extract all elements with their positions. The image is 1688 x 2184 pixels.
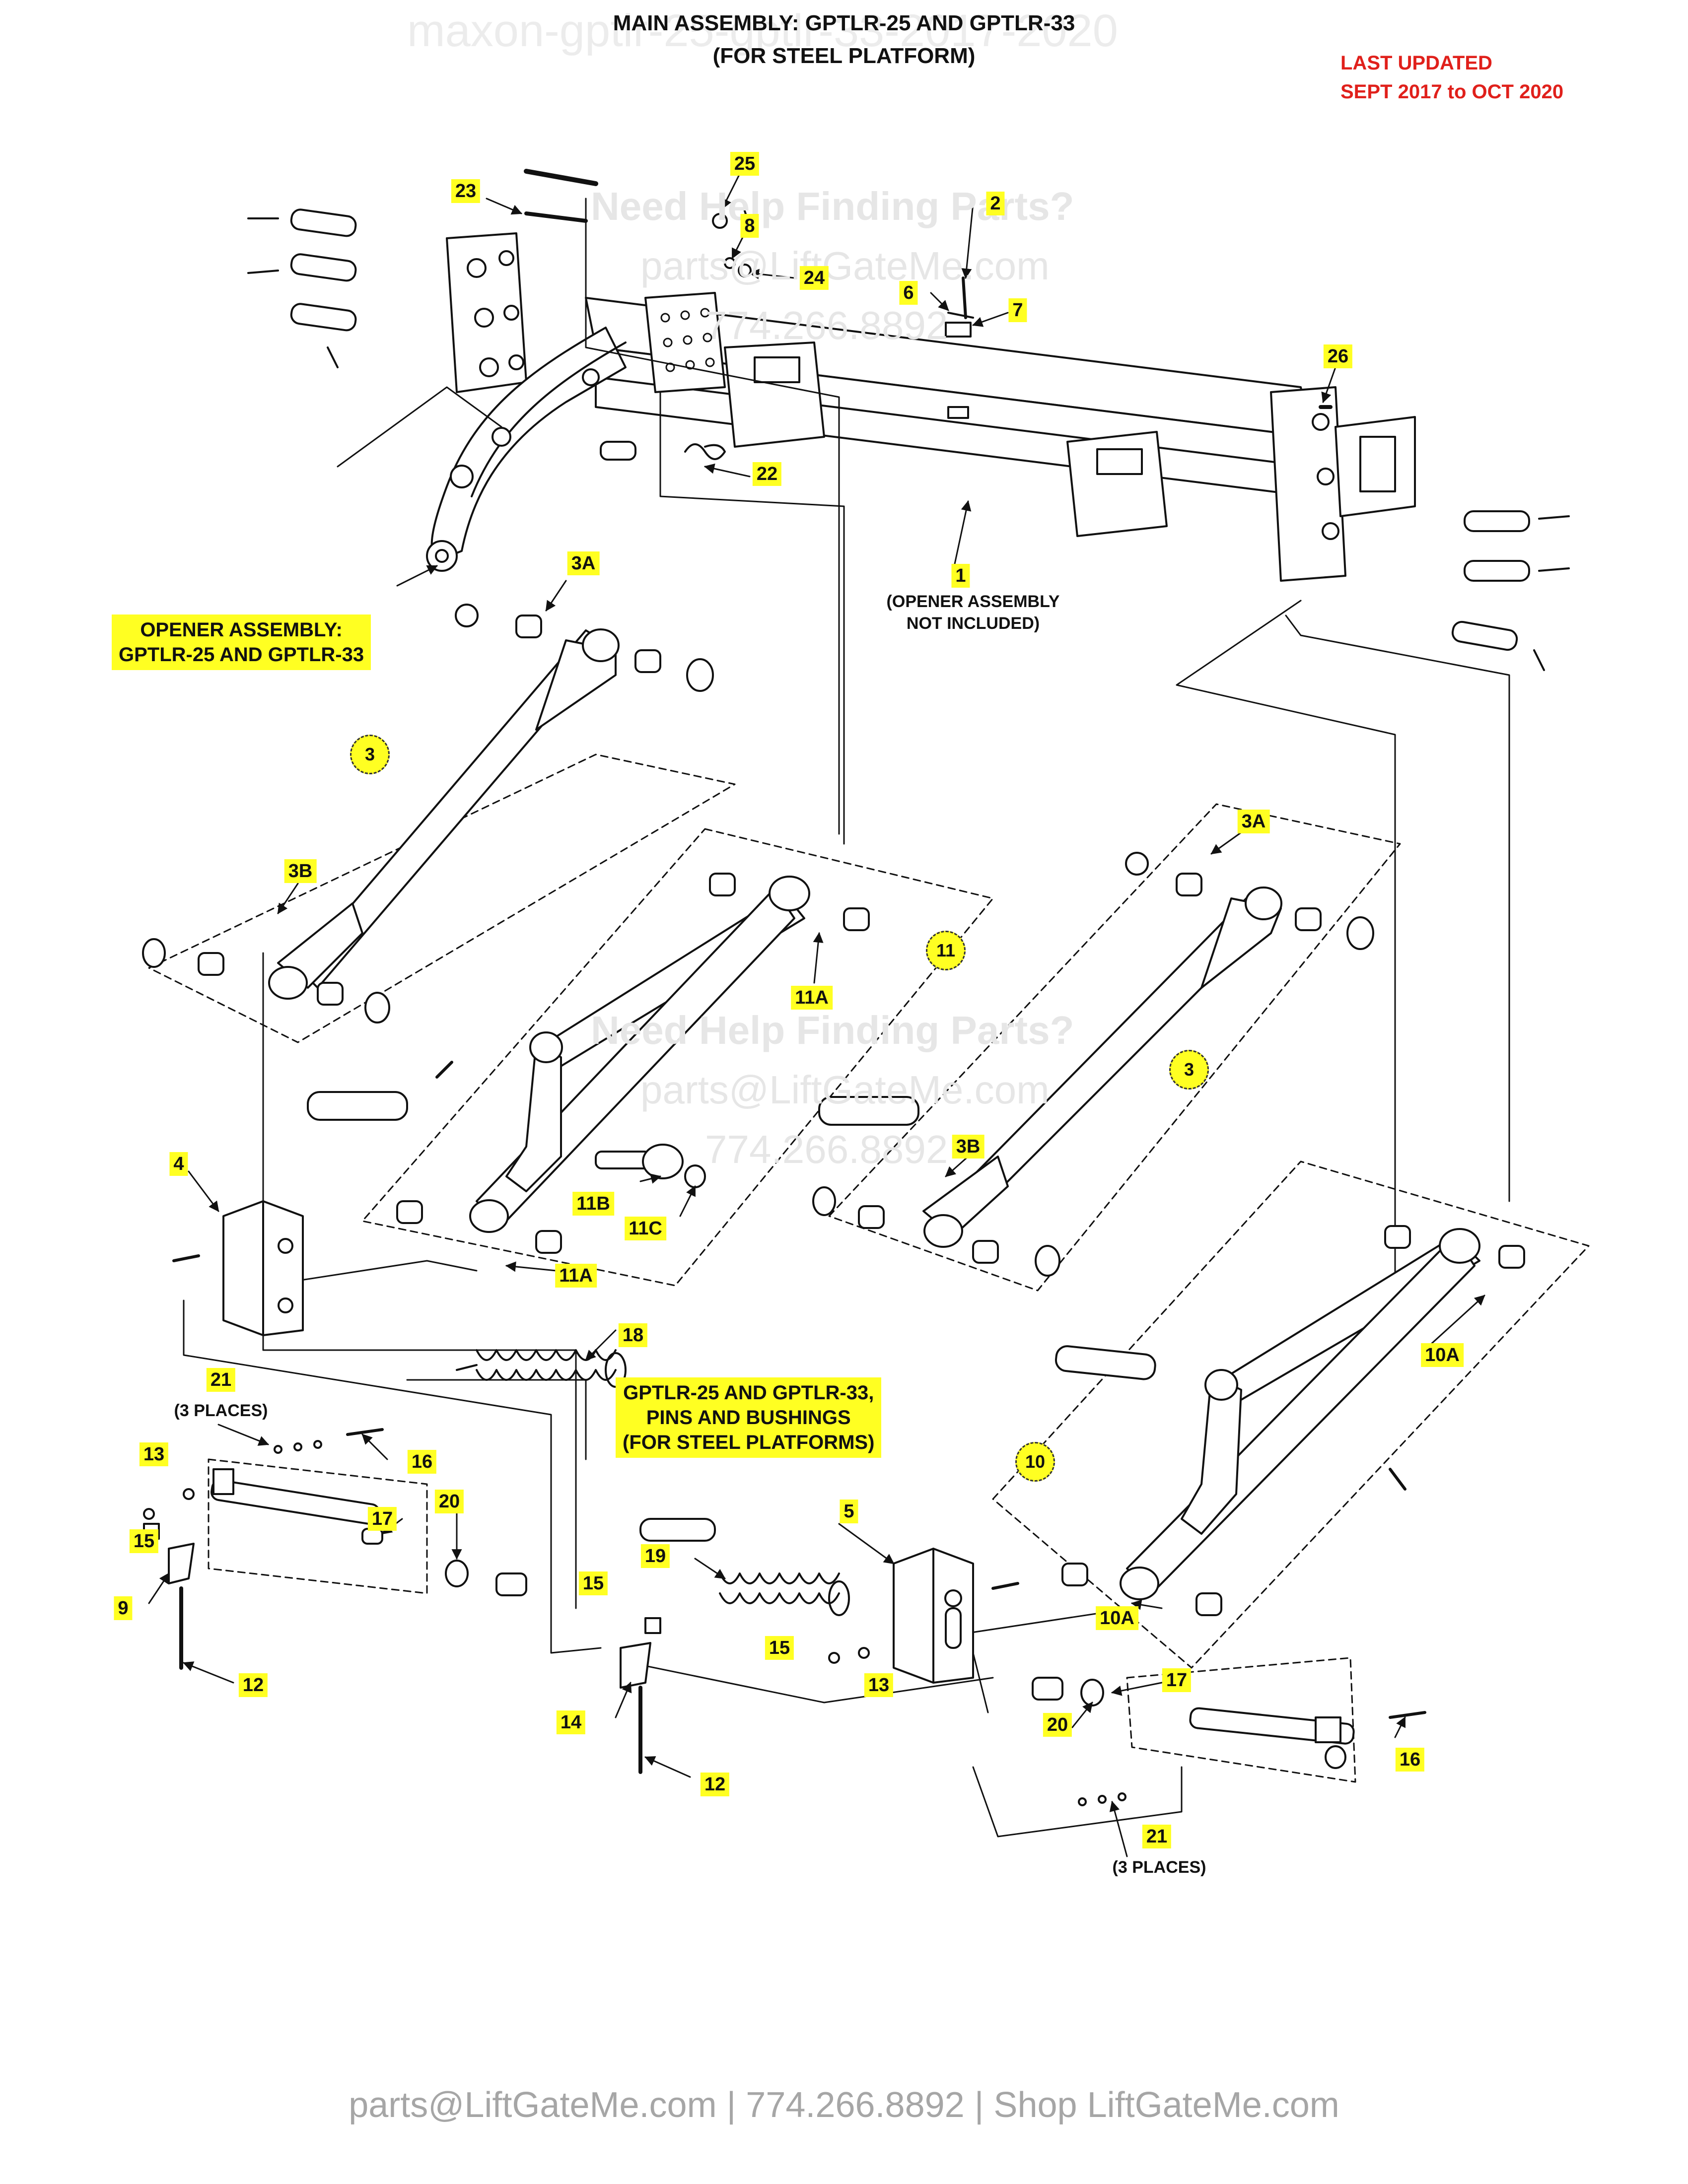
footer-contact: parts@LiftGateMe.com | 774.266.8892 | Sh… <box>349 2085 1339 2125</box>
note-line1: (OPENER ASSEMBLY <box>886 592 1060 611</box>
callout-3B-right: 3B <box>952 1135 985 1159</box>
page-title: MAIN ASSEMBLY: GPTLR-25 AND GPTLR-33 <box>613 11 1075 35</box>
watermark-email-mid: parts@LiftGateMe.com <box>640 1068 1050 1112</box>
callout-20-left: 20 <box>434 1490 464 1513</box>
callout-24: 24 <box>799 266 829 290</box>
callout-7: 7 <box>1008 298 1027 322</box>
watermark-phone-top: 774.266.8892 <box>705 303 948 347</box>
callout-8: 8 <box>740 214 759 238</box>
opener-not-included-note: (OPENER ASSEMBLY NOT INCLUDED) <box>887 591 1060 634</box>
pins-panel-line1: GPTLR-25 AND GPTLR-33, <box>623 1382 874 1404</box>
page-subtitle: (FOR STEEL PLATFORM) <box>712 44 976 68</box>
callout-1: 1 <box>951 564 970 588</box>
callout-10A-top: 10A <box>1421 1343 1464 1367</box>
lower-right-linkage <box>620 1617 1426 1806</box>
callout-13-right: 13 <box>864 1673 894 1697</box>
callout-21-left: 21 <box>206 1368 236 1392</box>
callout-11C: 11C <box>625 1217 666 1240</box>
opener-assembly <box>426 327 627 572</box>
right-arm-10 <box>992 1160 1590 1669</box>
callout-3-right: 3 <box>1169 1050 1209 1090</box>
watermark-email-top: parts@LiftGateMe.com <box>640 244 1050 288</box>
three-places-note-left: (3 PLACES) <box>174 1401 268 1420</box>
last-updated-label: LAST UPDATED <box>1340 52 1492 74</box>
header-watermark: maxon-gptlr-25-gptlr-33-2017-2020 <box>407 5 1118 56</box>
callout-6: 6 <box>899 281 918 305</box>
callout-16-left: 16 <box>407 1450 437 1474</box>
callout-18: 18 <box>618 1323 648 1347</box>
callout-12-left: 12 <box>238 1673 268 1697</box>
opener-assembly-panel: OPENER ASSEMBLY: GPTLR-25 AND GPTLR-33 <box>112 614 371 670</box>
callout-15-right: 15 <box>765 1636 794 1660</box>
callout-3B-left: 3B <box>284 859 317 883</box>
callout-17-right: 17 <box>1162 1668 1192 1692</box>
callout-11: 11 <box>926 931 966 970</box>
callout-3-left: 3 <box>350 735 390 774</box>
callout-14: 14 <box>556 1710 586 1734</box>
callout-12-right: 12 <box>700 1773 730 1796</box>
watermark-phone-mid: 774.266.8892 <box>705 1127 948 1171</box>
callout-15-mid: 15 <box>578 1571 608 1595</box>
last-updated-range: SEPT 2017 to OCT 2020 <box>1340 81 1564 103</box>
callout-10A-bottom: 10A <box>1096 1606 1138 1630</box>
callout-4: 4 <box>169 1152 188 1176</box>
opener-panel-line1: OPENER ASSEMBLY: <box>140 619 343 641</box>
note-line2: NOT INCLUDED) <box>906 614 1040 633</box>
callout-5: 5 <box>840 1500 858 1523</box>
lower-left-linkage <box>143 1428 527 1670</box>
top-left-pins <box>247 169 1570 671</box>
callout-13-left: 13 <box>139 1442 169 1466</box>
callout-22: 22 <box>752 462 782 486</box>
callout-26: 26 <box>1323 344 1353 368</box>
left-arm-3 <box>142 604 736 1043</box>
callout-11A-top: 11A <box>791 986 833 1010</box>
callout-25: 25 <box>730 152 760 176</box>
callout-10: 10 <box>1015 1442 1055 1482</box>
callout-23: 23 <box>451 179 481 203</box>
watermark-help-mid: Need Help Finding Parts? <box>591 1008 1074 1052</box>
callout-21-right: 21 <box>1142 1825 1172 1848</box>
callout-9: 9 <box>114 1596 133 1620</box>
spring-19 <box>639 1518 850 1616</box>
callout-20-right: 20 <box>1043 1713 1072 1737</box>
pins-bushings-panel: GPTLR-25 AND GPTLR-33, PINS AND BUSHINGS… <box>616 1377 882 1458</box>
center-arm-11 <box>307 828 994 1287</box>
callout-3A-right: 3A <box>1237 810 1270 833</box>
pins-panel-line3: (FOR STEEL PLATFORMS) <box>623 1432 875 1453</box>
right-arm-3 <box>812 803 1401 1292</box>
callout-3A-left: 3A <box>567 551 600 575</box>
opener-panel-line2: GPTLR-25 AND GPTLR-33 <box>119 644 364 666</box>
callout-11B: 11B <box>572 1192 614 1216</box>
pins-panel-line2: PINS AND BUSHINGS <box>646 1407 851 1429</box>
three-places-note-right: (3 PLACES) <box>1112 1858 1206 1877</box>
callout-17-left: 17 <box>367 1507 397 1531</box>
callout-11A-bottom: 11A <box>555 1264 597 1288</box>
callout-16-right: 16 <box>1395 1748 1425 1772</box>
callout-19: 19 <box>640 1544 670 1568</box>
spring-18 <box>456 1349 627 1388</box>
callout-15-left: 15 <box>129 1529 159 1553</box>
bracket-4 <box>172 1200 304 1336</box>
callout-2: 2 <box>986 192 1005 215</box>
bracket-5 <box>893 1548 1019 1684</box>
